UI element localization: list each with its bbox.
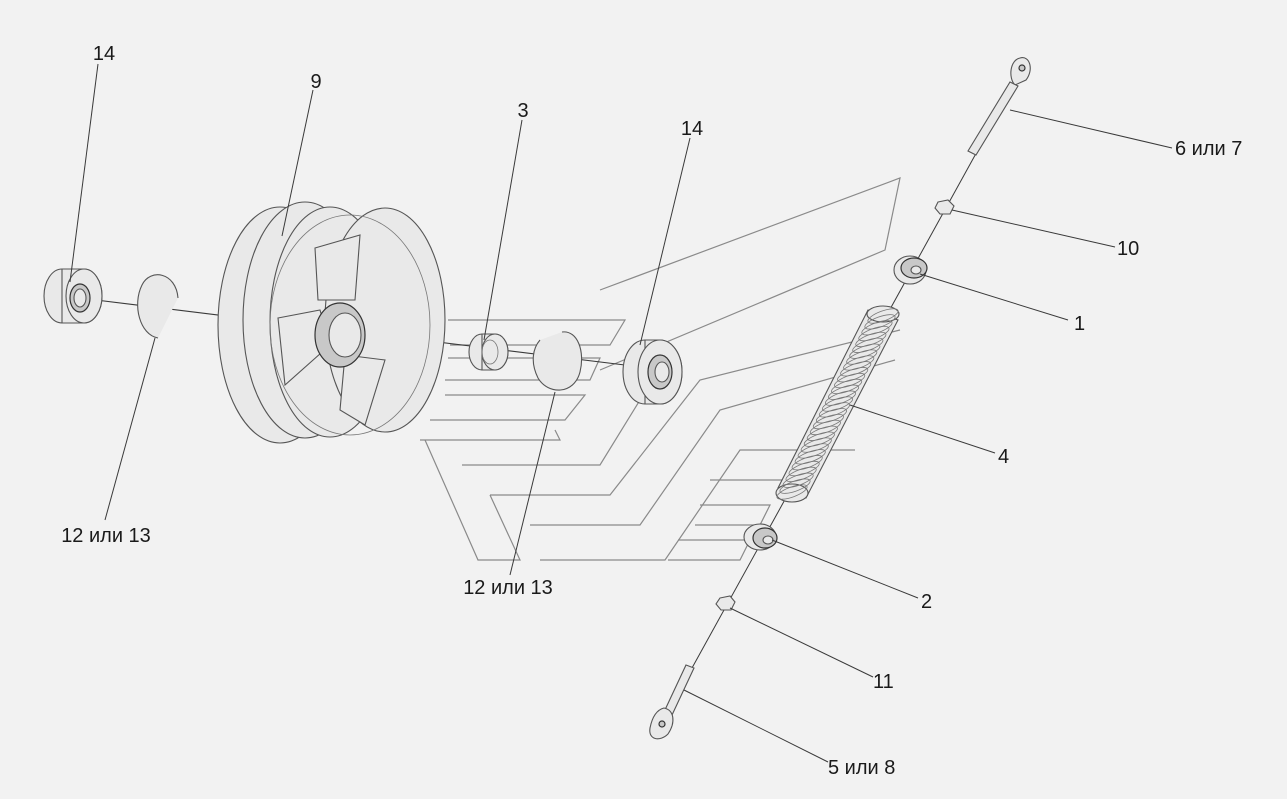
label-ring-left: 12 или 13 xyxy=(61,525,151,547)
label-bearing-left: 14 xyxy=(93,43,115,65)
spring-coils xyxy=(776,308,899,500)
label-nut-bottom: 11 xyxy=(873,671,894,693)
leader-lines xyxy=(69,63,1173,763)
bearing-right xyxy=(622,339,683,405)
label-bearing-right: 14 xyxy=(681,118,703,140)
nut-bottom xyxy=(715,595,736,611)
label-cap-bottom: 2 xyxy=(921,591,932,613)
retaining-ring-right xyxy=(532,331,583,391)
cap-bottom xyxy=(743,523,778,551)
label-nut-top: 10 xyxy=(1117,238,1139,260)
rod-bottom xyxy=(649,664,695,740)
bearing-left xyxy=(43,268,103,324)
nut-top xyxy=(934,199,955,215)
spring-coil xyxy=(776,484,808,500)
bushing xyxy=(468,333,509,371)
label-cap-top: 1 xyxy=(1074,313,1085,335)
label-spring: 4 xyxy=(998,446,1009,468)
retaining-ring-left xyxy=(137,274,179,339)
label-wheel: 9 xyxy=(310,71,321,93)
label-rod-top: 6 или 7 xyxy=(1175,138,1242,160)
spring-coil xyxy=(779,478,811,494)
label-bushing: 3 xyxy=(517,100,528,122)
label-ring-right: 12 или 13 xyxy=(463,577,553,599)
rod-top xyxy=(967,57,1031,156)
cap-top xyxy=(893,255,928,285)
label-rod-bottom: 5 или 8 xyxy=(828,757,895,779)
wheel-pulley xyxy=(217,201,446,444)
